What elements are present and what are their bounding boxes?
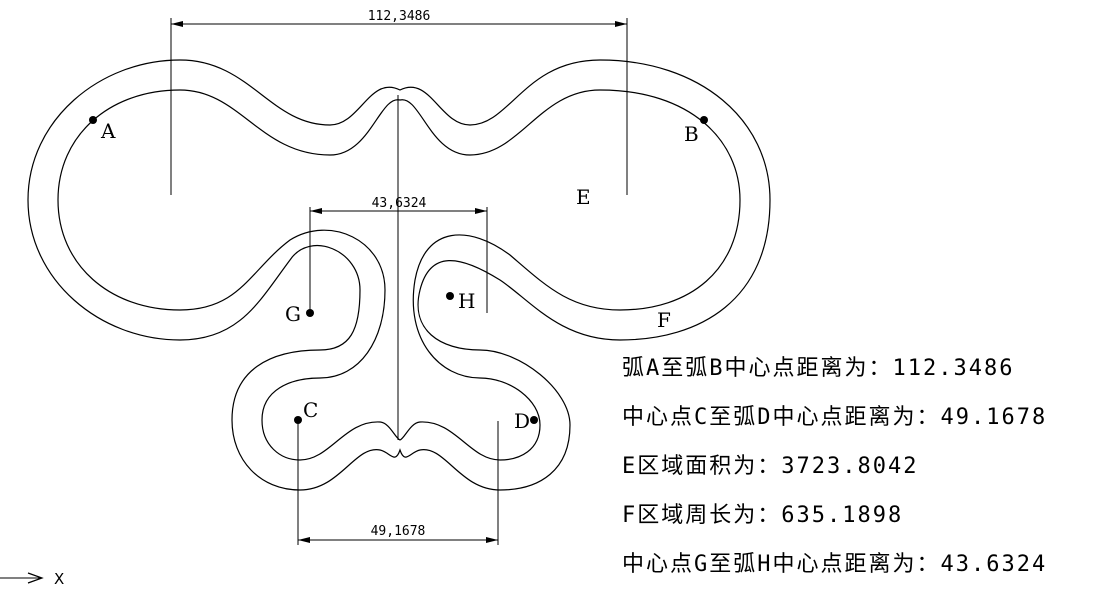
mid-dim-arrow-right [475,208,487,214]
label-B: B [684,122,699,146]
top-dim-arrow-right [615,21,627,27]
measurement-notes: 弧A至弧B中心点距离为：112.3486 中心点C至弧D中心点距离为：49.16… [622,350,1102,595]
note-perimeter-f: F区域周长为：635.1898 [622,503,904,528]
label-D: D [514,409,530,433]
point-B-marker [700,116,708,124]
mid-dim-value: 43,6324 [372,196,427,211]
note-arc-a-b: 弧A至弧B中心点距离为：112.3486 [622,356,1015,381]
bot-dim-arrow-right [486,537,498,543]
top-dim-arrow-left [171,21,183,27]
mid-dim-arrow-left [310,208,322,214]
note-g-h: 中心点G至弧H中心点距离为：43.6324 [622,552,1048,577]
label-H: H [458,289,475,313]
inner-outline [57,89,741,461]
outer-outline [27,59,771,491]
note-area-e: E区域面积为：3723.8042 [622,454,919,479]
x-axis-arrow-icon [27,572,44,584]
point-G-marker [306,309,314,317]
point-H-marker [446,292,454,300]
note-c-d: 中心点C至弧D中心点距离为：49.1678 [622,405,1048,430]
label-F: F [657,308,671,332]
point-C-marker [294,416,302,424]
point-D-marker [530,416,538,424]
label-G: G [285,302,301,326]
x-axis-label: X [54,570,64,588]
bot-dim-value: 49,1678 [371,524,426,539]
point-A-marker [89,116,97,124]
label-C: C [303,398,318,422]
label-E: E [576,185,591,209]
top-dim-value: 112,3486 [368,9,431,24]
bot-dim-arrow-left [298,537,310,543]
label-A: A [100,119,116,143]
